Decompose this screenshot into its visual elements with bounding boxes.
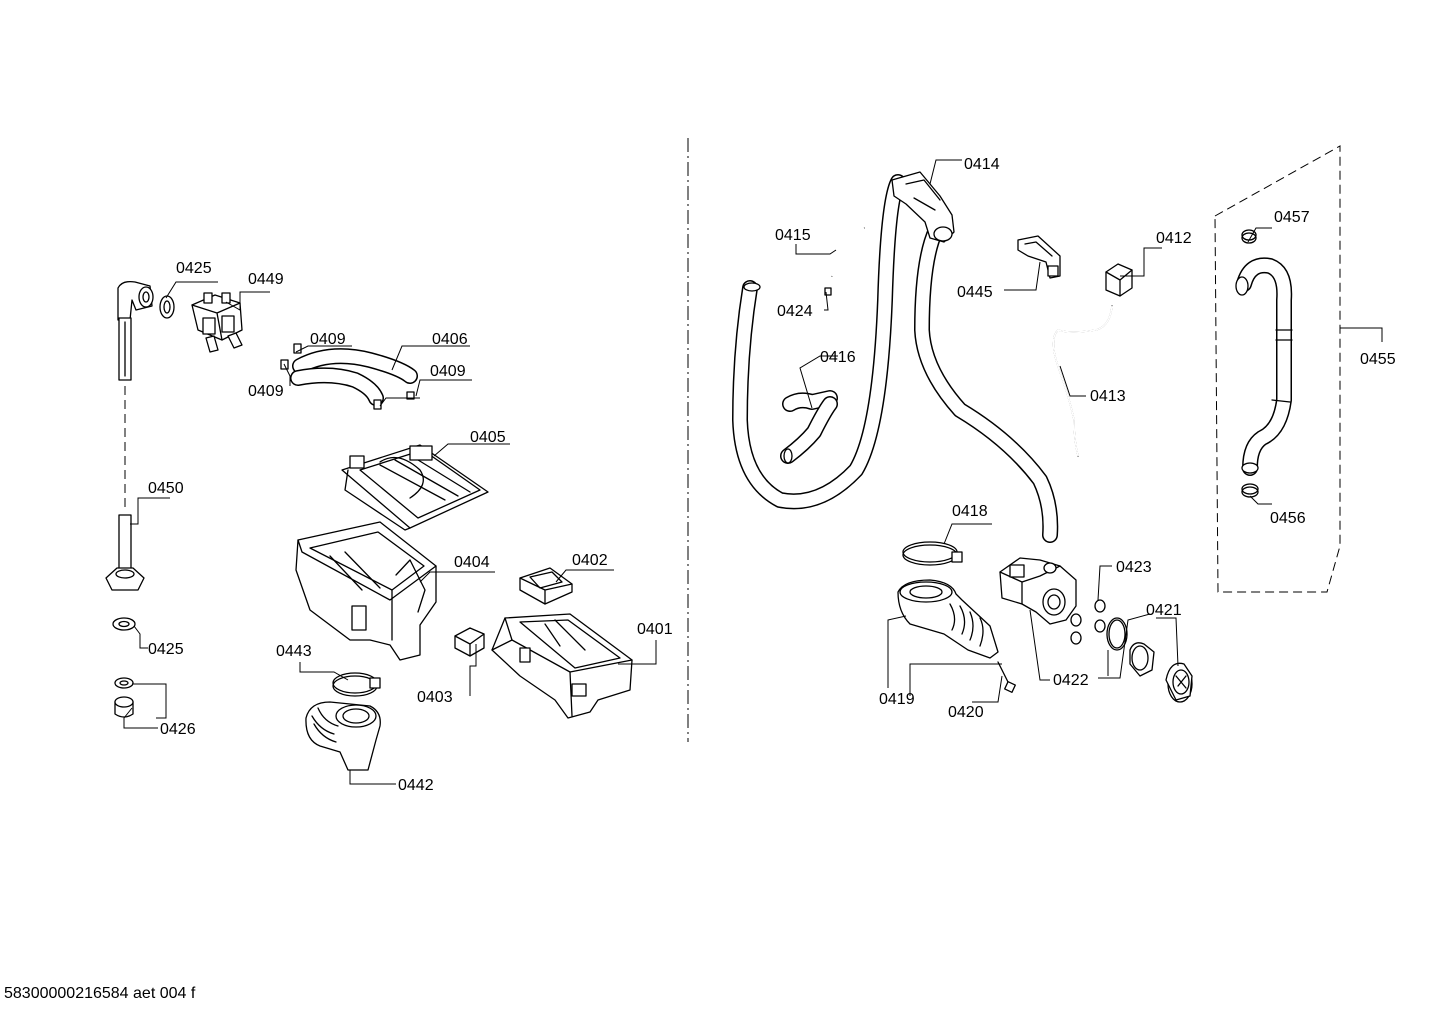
label-0414: 0414 xyxy=(964,156,1000,173)
hose-kit-part xyxy=(1235,257,1293,476)
label-0455: 0455 xyxy=(1360,351,1396,368)
label-0425-bottom: 0425 xyxy=(148,641,184,658)
seal-ring-part xyxy=(159,295,175,319)
label-0425-top: 0425 xyxy=(176,260,212,277)
filter-knob-part xyxy=(1165,662,1193,703)
label-0403: 0403 xyxy=(417,689,453,706)
label-0412: 0412 xyxy=(1156,230,1192,247)
label-0422: 0422 xyxy=(1053,672,1089,689)
label-0402: 0402 xyxy=(572,552,608,569)
drain-pump-part xyxy=(999,557,1077,625)
vent-hose-part xyxy=(830,226,865,277)
inlet-pipe-part xyxy=(105,514,145,591)
label-0456: 0456 xyxy=(1270,510,1306,527)
label-0424: 0424 xyxy=(777,303,813,320)
label-0445: 0445 xyxy=(957,284,993,301)
label-0442: 0442 xyxy=(398,777,434,794)
kit-boundary xyxy=(1214,145,1341,593)
mounting-bracket-part xyxy=(1017,235,1061,279)
flap-part xyxy=(454,627,485,657)
label-0450: 0450 xyxy=(148,480,184,497)
label-0415: 0415 xyxy=(775,227,811,244)
strainer-part xyxy=(114,677,134,718)
hose-holder-part xyxy=(780,390,838,464)
part-labels: 0425 0449 0409 0406 0409 0409 0405 0450 … xyxy=(148,156,1396,794)
drain-hose-part xyxy=(732,174,906,510)
pump-cover-part xyxy=(1106,617,1155,677)
dispenser-housing-part xyxy=(295,521,437,661)
label-0449: 0449 xyxy=(248,271,284,288)
bellows-part xyxy=(305,701,381,771)
label-0421: 0421 xyxy=(1146,602,1182,619)
label-0413: 0413 xyxy=(1090,388,1126,405)
label-0409-left: 0409 xyxy=(248,383,284,400)
leader-lines xyxy=(123,159,1383,785)
pressure-hose-part xyxy=(1052,305,1113,457)
document-code: 58300000216584 aet 004 f xyxy=(4,985,196,1002)
pump-seals-part xyxy=(1070,599,1106,645)
washer-part xyxy=(112,617,136,631)
label-0457: 0457 xyxy=(1274,209,1310,226)
label-0416: 0416 xyxy=(820,349,856,366)
label-0401: 0401 xyxy=(637,621,673,638)
hose-clamp-part xyxy=(332,672,381,697)
label-0409-top: 0409 xyxy=(310,331,346,348)
label-0405: 0405 xyxy=(470,429,506,446)
lower-hose-clamp-part xyxy=(1241,483,1259,498)
label-0420: 0420 xyxy=(948,704,984,721)
drawer-cover-part xyxy=(341,444,489,531)
hose-set-part xyxy=(280,343,418,410)
detergent-drawer-part xyxy=(491,613,633,719)
label-0404: 0404 xyxy=(454,554,490,571)
label-0418: 0418 xyxy=(952,503,988,520)
inlet-valve-part xyxy=(191,292,243,353)
screw-part xyxy=(997,661,1016,693)
sump-clamp-part xyxy=(902,541,963,566)
sump-hose-part xyxy=(897,579,999,659)
label-0426: 0426 xyxy=(160,721,196,738)
drain-hose-connector-part xyxy=(891,171,1059,543)
clip-part xyxy=(824,287,832,296)
siphon-cap-part xyxy=(519,567,573,605)
pressure-switch-part xyxy=(1105,263,1133,297)
inlet-elbow-part xyxy=(117,280,154,381)
label-0406: 0406 xyxy=(432,331,468,348)
label-0409-right: 0409 xyxy=(430,363,466,380)
label-0423: 0423 xyxy=(1116,559,1152,576)
label-0419: 0419 xyxy=(879,691,915,708)
label-0443: 0443 xyxy=(276,643,312,660)
